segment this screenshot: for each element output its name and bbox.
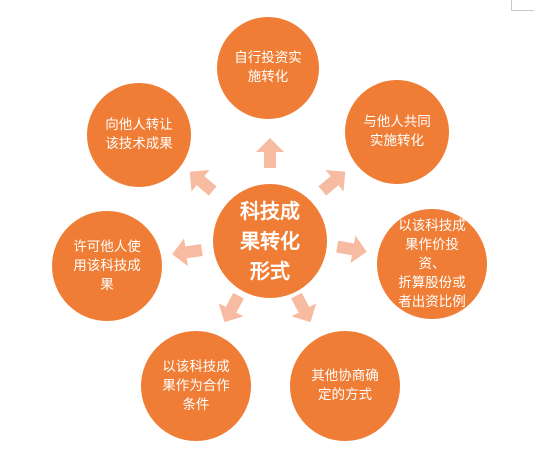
node-joint-implement: 与他人共同 实施转化 (345, 80, 449, 184)
node-label-line: 者出资比例 (398, 293, 466, 310)
node-negotiated: 其他协商确 定的方式 (290, 331, 400, 441)
center-label: 科技成 果转化 形式 (240, 196, 300, 286)
arrow-to-license (172, 238, 203, 267)
node-cooperation-condition: 以该科技成 果作为合作 条件 (141, 331, 251, 441)
node-label-line: 定的方式 (318, 387, 372, 403)
arrow-to-cooperation-condition (218, 292, 244, 323)
node-label-line: 其他协商确 (311, 368, 379, 384)
node-label: 以该科技成 果作价投资、 折算股份或 者出资比例 (377, 217, 487, 312)
node-label: 其他协商确 定的方式 (295, 367, 395, 405)
node-label-line: 向他人转让 (105, 117, 173, 133)
node-label-line: 果作为合作 (162, 377, 230, 394)
node-license: 许可他人使 用该科技成 果 (52, 211, 162, 321)
page-corner-mark (511, 0, 534, 11)
center-node: 科技成 果转化 形式 (213, 184, 327, 298)
node-label: 以该科技成 果作为合作 条件 (146, 358, 246, 415)
node-label: 向他人转让 该技术成果 (89, 116, 189, 154)
node-label-line: 折算股份或 (398, 274, 466, 291)
arrow-to-negotiated (291, 292, 317, 323)
node-label-line: 自行投资实 (234, 50, 302, 66)
node-label: 许可他人使 用该科技成 果 (57, 238, 157, 295)
arrow-to-equity-investment (336, 235, 367, 264)
node-self-implement: 自行投资实 施转化 (217, 17, 319, 119)
node-label-line: 施转化 (247, 69, 289, 85)
node-label-line: 用该科技成 (73, 257, 141, 274)
node-transfer: 向他人转让 该技术成果 (87, 83, 191, 187)
node-label-line: 该技术成果 (105, 136, 173, 152)
center-label-line: 科技成 (240, 199, 300, 223)
node-label: 与他人共同 实施转化 (347, 113, 447, 151)
node-label-line: 实施转化 (370, 133, 424, 149)
node-label-line: 与他人共同 (363, 114, 431, 130)
node-label-line: 条件 (182, 396, 210, 413)
arrow-to-self-implement (256, 138, 284, 168)
arrow-to-joint-implement (318, 169, 346, 196)
center-label-line: 果转化 (240, 229, 300, 253)
arrow-to-transfer (189, 169, 217, 196)
node-label-line: 果作价投资、 (405, 236, 459, 272)
center-label-line: 形式 (250, 259, 290, 283)
node-label-line: 果 (100, 276, 114, 293)
node-label-line: 许可他人使 (73, 238, 141, 255)
node-equity-investment: 以该科技成 果作价投资、 折算股份或 者出资比例 (377, 209, 487, 319)
node-label-line: 以该科技成 (398, 217, 466, 234)
node-label: 自行投资实 施转化 (218, 49, 318, 87)
node-label-line: 以该科技成 (162, 358, 230, 375)
